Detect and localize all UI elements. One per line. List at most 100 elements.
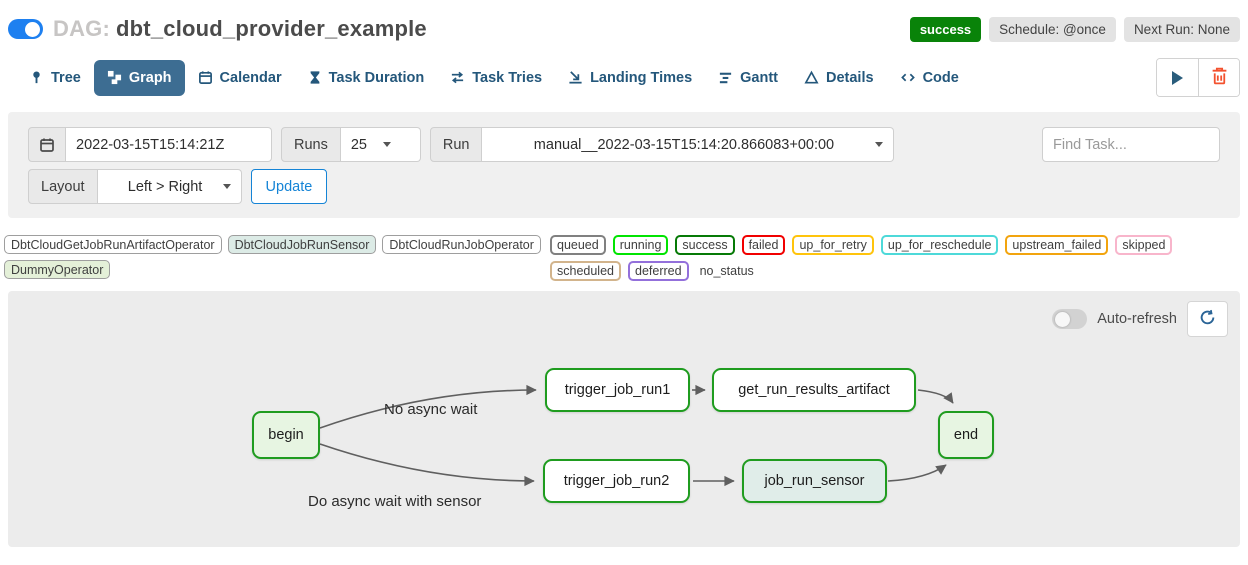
task-node-trigger-job-run2[interactable]: trigger_job_run2 <box>543 459 690 503</box>
legend-status: queued <box>550 235 606 255</box>
legend-operator: DbtCloudRunJobOperator <box>382 235 541 254</box>
legend-operator: DummyOperator <box>4 260 111 279</box>
refresh-button[interactable] <box>1187 301 1228 337</box>
gantt-icon <box>718 70 733 85</box>
task-node-job-run-sensor[interactable]: job_run_sensor <box>742 459 887 503</box>
legend-status: success <box>675 235 735 255</box>
layout-select[interactable]: Left > Right <box>97 169 242 204</box>
tab-label: Tree <box>51 69 81 86</box>
schedule-badge: Schedule: @once <box>989 16 1116 42</box>
task-node-get-run-results-artifact[interactable]: get_run_results_artifact <box>712 368 916 412</box>
graph-filter-panel: Runs 25 Run manual__2022-03-15T15:14:20.… <box>8 112 1240 218</box>
dag-name: dbt_cloud_provider_example <box>116 16 427 41</box>
dag-action-buttons <box>1156 58 1240 97</box>
task-node-end[interactable]: end <box>938 411 994 459</box>
tab-label: Graph <box>128 69 172 86</box>
update-button[interactable]: Update <box>250 169 328 204</box>
tab-task-tries[interactable]: Task Tries <box>437 60 555 96</box>
run-select[interactable]: manual__2022-03-15T15:14:20.866083+00:00 <box>482 127 895 162</box>
calendar-icon <box>198 70 213 85</box>
legend-status: up_for_retry <box>792 235 874 255</box>
refresh-icon <box>1199 309 1216 329</box>
repeat-icon <box>450 70 465 85</box>
task-node-begin[interactable]: begin <box>252 411 320 459</box>
legend-operator: DbtCloudGetJobRunArtifactOperator <box>4 235 222 254</box>
edge-label-do-async-wait: Do async wait with sensor <box>308 493 482 510</box>
base-date-input[interactable] <box>66 127 272 162</box>
auto-refresh-controls: Auto-refresh <box>1052 301 1228 337</box>
tab-landing-times[interactable]: Landing Times <box>555 60 705 96</box>
tab-label: Calendar <box>219 69 282 86</box>
dag-edges <box>319 384 954 487</box>
layout-group: Layout Left > Right <box>28 169 242 204</box>
run-value: manual__2022-03-15T15:14:20.866083+00:00 <box>533 136 835 153</box>
dag-pause-toggle[interactable] <box>8 19 43 39</box>
calendar-picker-button[interactable] <box>28 127 66 162</box>
legend-status: upstream_failed <box>1005 235 1109 255</box>
find-task-input[interactable] <box>1042 127 1220 162</box>
num-runs-group: Runs 25 <box>281 127 421 162</box>
legend-status: deferred <box>628 261 689 281</box>
num-runs-value: 25 <box>350 136 367 153</box>
code-icon <box>900 70 916 85</box>
view-tabbar: Tree Graph Calendar Task Duration Task T… <box>16 58 1240 97</box>
operator-legend: DbtCloudGetJobRunArtifactOperator DbtClo… <box>4 235 550 279</box>
delete-dag-button[interactable] <box>1198 59 1239 96</box>
hourglass-icon <box>308 70 322 85</box>
edge-label-no-async-wait: No async wait <box>384 401 478 418</box>
header-badges: success Schedule: @once Next Run: None <box>909 16 1240 42</box>
legend-operator: DbtCloudJobRunSensor <box>227 235 377 254</box>
tab-gantt[interactable]: Gantt <box>705 60 791 96</box>
filter-row-2: Layout Left > Right Update <box>28 169 1220 204</box>
next-run-badge: Next Run: None <box>1123 16 1240 42</box>
legend-status: running <box>612 235 669 255</box>
tab-label: Code <box>922 69 959 86</box>
tab-label: Gantt <box>740 69 778 86</box>
tab-graph[interactable]: Graph <box>93 59 185 96</box>
num-runs-select[interactable]: 25 <box>340 127 421 162</box>
toggle-knob <box>25 21 40 37</box>
dag-graph-panel: begin trigger_job_run1 get_run_results_a… <box>8 291 1240 547</box>
legend-status: scheduled <box>550 261 621 281</box>
legend-status: up_for_reschedule <box>880 235 999 255</box>
tab-label: Task Duration <box>328 69 425 86</box>
trigger-dag-button[interactable] <box>1157 59 1198 96</box>
status-legend: queued running success failed up_for_ret… <box>550 235 1240 281</box>
tab-label: Details <box>826 69 874 86</box>
run-label: Run <box>429 127 483 162</box>
tab-label: Landing Times <box>590 69 693 86</box>
plane-landing-icon <box>568 70 583 85</box>
chevron-down-icon <box>875 142 884 147</box>
status-badge: success <box>909 16 982 42</box>
tree-icon <box>29 70 44 85</box>
page-title: DAG:dbt_cloud_provider_example <box>53 16 427 42</box>
task-node-trigger-job-run1[interactable]: trigger_job_run1 <box>545 368 690 412</box>
legend-no-status: no_status <box>699 264 754 278</box>
chevron-down-icon <box>383 142 391 147</box>
auto-refresh-toggle[interactable] <box>1052 309 1088 329</box>
tab-label: Task Tries <box>472 69 543 86</box>
chevron-down-icon <box>222 184 231 189</box>
filter-row-1: Runs 25 Run manual__2022-03-15T15:14:20.… <box>28 127 1220 162</box>
base-date-group <box>28 127 272 162</box>
legend-status: skipped <box>1115 235 1173 255</box>
dag-prefix: DAG: <box>53 16 111 41</box>
tab-details[interactable]: Details <box>791 60 887 96</box>
run-group: Run manual__2022-03-15T15:14:20.866083+0… <box>429 127 895 162</box>
runs-label: Runs <box>281 127 341 162</box>
play-icon <box>1172 70 1183 85</box>
dag-header: DAG:dbt_cloud_provider_example success S… <box>0 0 1248 42</box>
layout-label: Layout <box>28 169 98 204</box>
legend: DbtCloudGetJobRunArtifactOperator DbtClo… <box>4 235 1240 281</box>
auto-refresh-label: Auto-refresh <box>1097 311 1177 327</box>
graph-icon <box>107 70 122 85</box>
tab-code[interactable]: Code <box>887 60 972 96</box>
toggle-knob <box>1055 311 1071 327</box>
legend-status: failed <box>741 235 786 255</box>
details-icon <box>804 70 819 85</box>
tab-task-duration[interactable]: Task Duration <box>295 60 438 96</box>
layout-value: Left > Right <box>127 178 203 195</box>
tab-calendar[interactable]: Calendar <box>185 60 295 96</box>
tab-tree[interactable]: Tree <box>16 60 94 96</box>
trash-icon <box>1211 67 1228 88</box>
